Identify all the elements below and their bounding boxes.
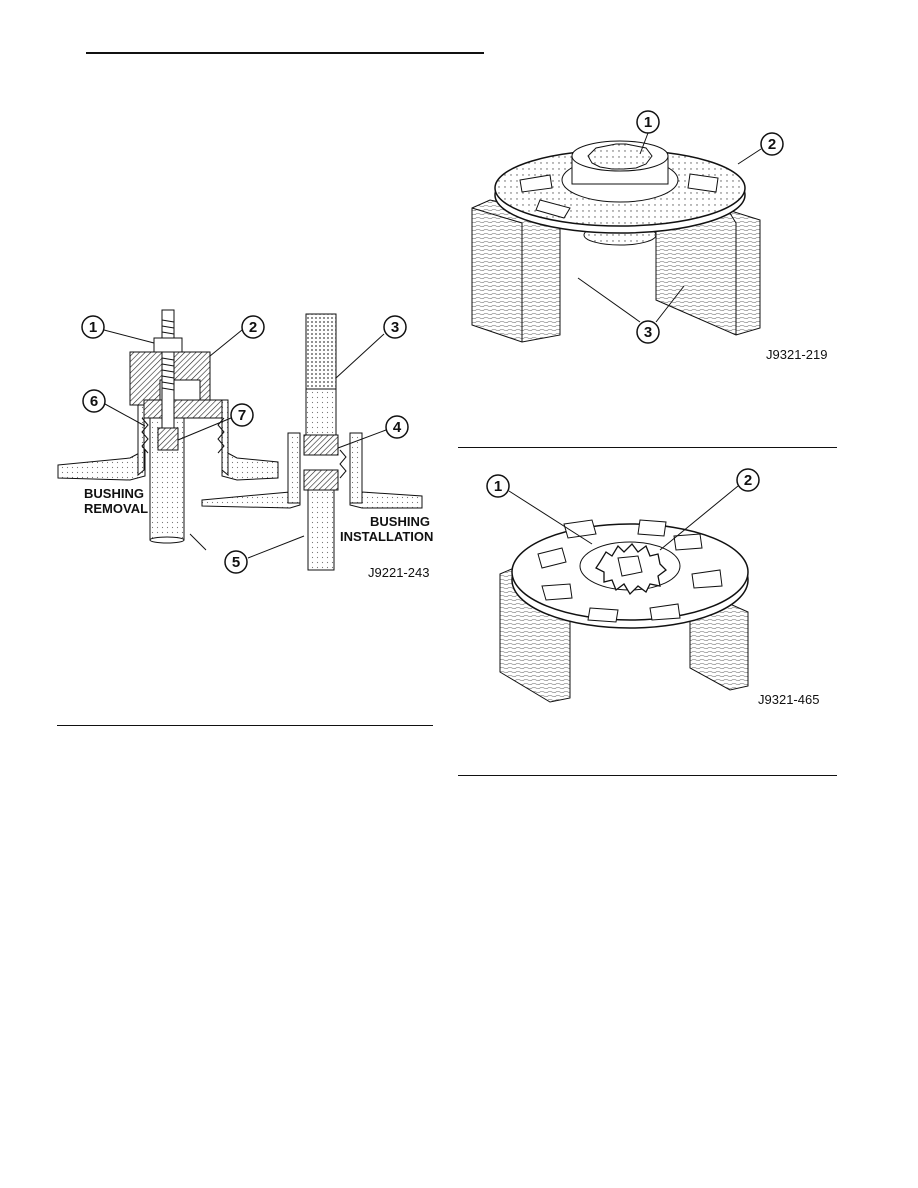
callout-5: 5 [189, 533, 305, 574]
svg-text:2: 2 [249, 319, 257, 336]
bushing-removal-label-line2: REMOVAL [84, 501, 148, 516]
svg-text:6: 6 [90, 393, 98, 410]
callout-1: 1 [636, 110, 660, 155]
callout-3: 3 [577, 277, 685, 344]
pump-body [494, 140, 746, 234]
callout-7: 7 [177, 403, 254, 441]
pump-on-blocks-figure: 1 2 3 J9321-219 [460, 100, 840, 370]
left-figure-bottom-rule [57, 725, 433, 726]
bushing-installation-label-line2: INSTALLATION [340, 529, 433, 544]
callout-2: 2 [659, 468, 760, 551]
callout-1: 1 [486, 474, 593, 545]
svg-text:7: 7 [238, 407, 246, 424]
bushing-removal-label-line1: BUSHING [84, 486, 144, 501]
figure-code: J9221-243 [368, 565, 429, 580]
svg-text:2: 2 [768, 136, 776, 153]
svg-text:4: 4 [393, 419, 402, 436]
right-figure-divider-rule [458, 447, 837, 448]
bushing-installation-label-line1: BUSHING [370, 514, 430, 529]
wood-block-left [471, 199, 561, 343]
top-rule [86, 52, 484, 54]
figure-code: J9321-219 [766, 347, 827, 362]
callout-4: 4 [337, 415, 409, 449]
bushing-figure: 1 2 3 4 5 6 7 [50, 300, 440, 590]
svg-text:1: 1 [89, 319, 97, 336]
right-figure-bottom-rule [458, 775, 837, 776]
svg-text:2: 2 [744, 472, 752, 489]
svg-text:1: 1 [494, 478, 502, 495]
callout-6: 6 [82, 389, 146, 427]
svg-text:3: 3 [391, 319, 399, 336]
callout-1: 1 [81, 315, 155, 344]
callout-2: 2 [209, 315, 265, 357]
removal-assembly [57, 309, 279, 544]
callout-2: 2 [737, 132, 784, 165]
svg-text:3: 3 [644, 324, 652, 341]
svg-text:5: 5 [232, 554, 240, 571]
pump-gear-figure: 1 2 J9321-465 [460, 462, 840, 712]
installation-assembly [201, 313, 423, 571]
figure-code: J9321-465 [758, 692, 819, 707]
pump-gear [595, 543, 667, 596]
svg-text:1: 1 [644, 114, 652, 131]
callout-3: 3 [335, 315, 407, 379]
